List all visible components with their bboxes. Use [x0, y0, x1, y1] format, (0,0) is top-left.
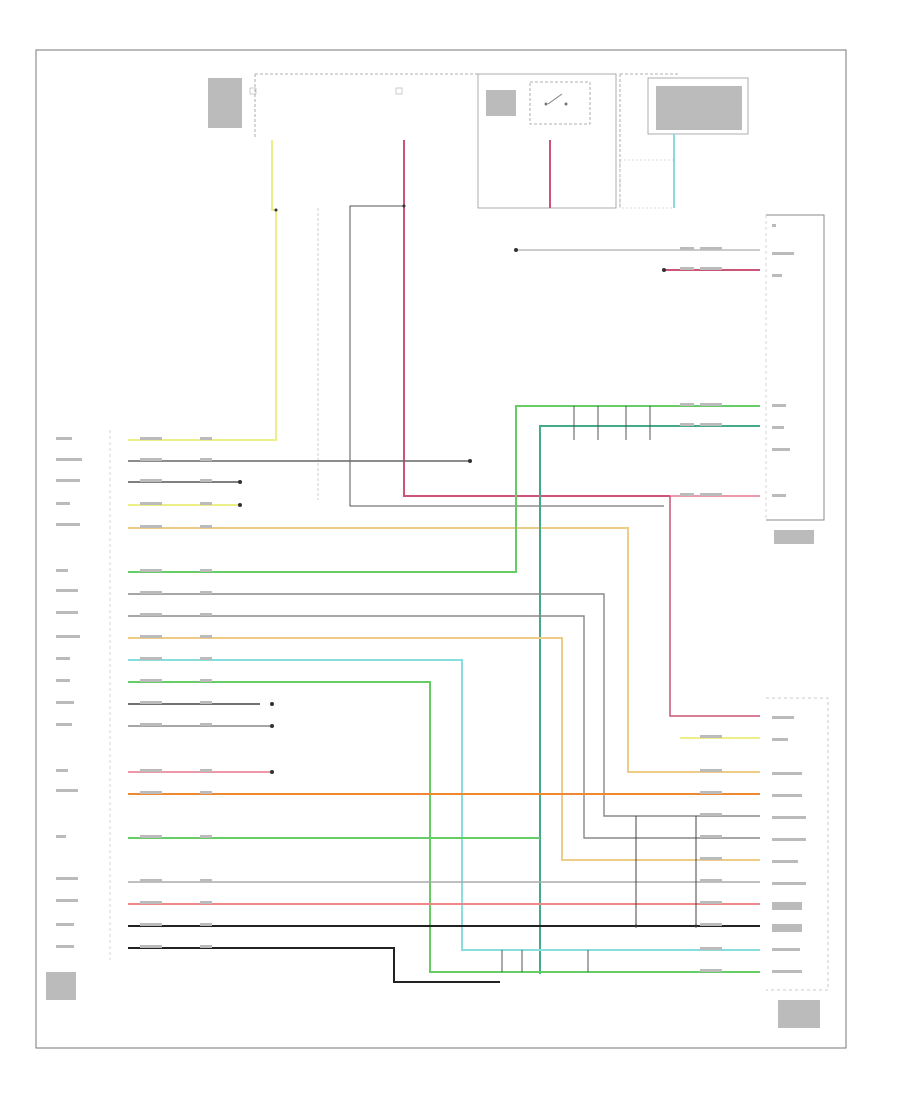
wire-gray-mid1	[128, 593, 760, 817]
wire-peach-4	[128, 527, 760, 773]
wire-dark-loop	[349, 205, 664, 507]
wire-black-2	[128, 947, 500, 983]
wire-green-mid	[128, 681, 760, 973]
fuse-panel-right	[619, 73, 749, 209]
wire-gray-mid2	[128, 615, 760, 839]
wire-red-down	[669, 496, 760, 717]
relay-box	[477, 73, 617, 209]
wire-red-main	[403, 140, 670, 497]
wire-green-top	[128, 405, 760, 573]
wire-cyan-mid	[128, 659, 760, 951]
control-module-upper	[765, 214, 825, 521]
diagram-border	[35, 49, 847, 1049]
wire-label-marks	[46, 78, 820, 1028]
wire-peach-mid	[128, 637, 760, 861]
wire-yellow-power	[128, 140, 277, 441]
wire-teal-top	[539, 425, 760, 974]
control-module-lower	[766, 697, 829, 991]
fuse-panel-left	[249, 73, 480, 138]
connector-dots	[238, 204, 698, 928]
